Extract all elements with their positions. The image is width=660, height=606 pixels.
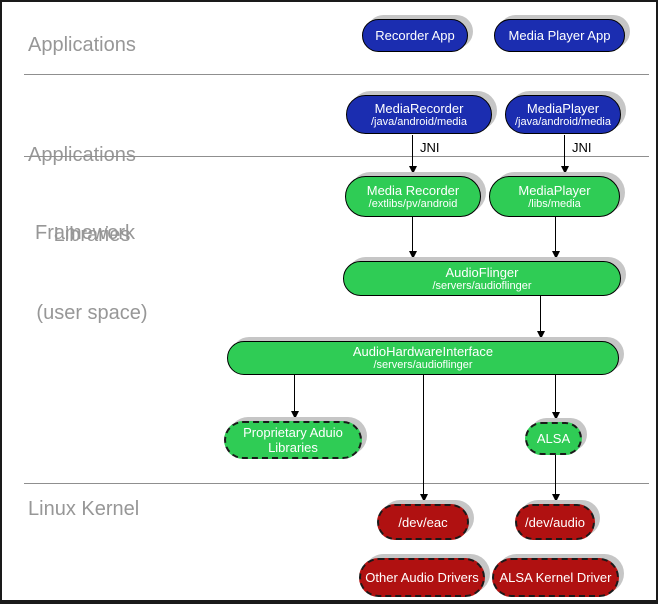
layer-divider bbox=[24, 156, 649, 157]
arrow-alsa-to-dev-audio bbox=[552, 455, 560, 502]
arrow-mediarecorder-jni bbox=[409, 135, 417, 174]
layer-divider bbox=[24, 74, 649, 75]
node-title: /dev/eac bbox=[398, 514, 448, 530]
arrow-mediarecorder-to-audioflinger bbox=[409, 217, 417, 259]
node-title: MediaPlayer bbox=[518, 182, 591, 198]
section-label-line: Libraries bbox=[53, 224, 131, 246]
node-alsa: ALSA bbox=[525, 422, 582, 455]
node-media-recorder-framework: MediaRecorder /java/android/media bbox=[346, 95, 492, 134]
node-title: AudioHardwareInterface bbox=[352, 344, 494, 359]
arrow-ahi-to-proprietary-libraries bbox=[291, 375, 299, 419]
jni-label: JNI bbox=[420, 140, 440, 155]
node-audiohardwareinterface: AudioHardwareInterface /servers/audiofli… bbox=[227, 341, 619, 375]
node-other-audio-drivers: Other Audio Drivers bbox=[359, 558, 485, 597]
node-title: Proprietary Aduio bbox=[243, 425, 343, 440]
node-media-player-app: Media Player App bbox=[494, 19, 625, 52]
node-path: /java/android/media bbox=[370, 115, 467, 128]
node-title: MediaRecorder bbox=[374, 100, 464, 116]
node-path: /servers/audioflinger bbox=[373, 359, 473, 371]
node-title: ALSA bbox=[536, 431, 571, 446]
arrow-ahi-to-alsa bbox=[552, 375, 560, 420]
jni-label: JNI bbox=[572, 140, 592, 155]
arrow-ahi-to-dev-eac bbox=[420, 375, 428, 502]
arrow-audioflinger-to-audiohardwareinterface bbox=[537, 296, 545, 339]
section-label-applications: Applications bbox=[28, 34, 136, 56]
node-media-recorder-library: Media Recorder /extlibs/pv/android bbox=[345, 176, 481, 217]
section-label-libraries: Libraries (user space) bbox=[22, 170, 162, 378]
node-path: /java/android/media bbox=[514, 115, 611, 128]
node-path: /servers/audioflinger bbox=[432, 279, 532, 292]
node-title: Libraries bbox=[268, 440, 318, 455]
section-label-line: (user space) bbox=[36, 302, 148, 324]
node-title: Recorder App bbox=[375, 28, 455, 43]
node-audioflinger: AudioFlinger /servers/audioflinger bbox=[343, 261, 621, 296]
node-title: MediaPlayer bbox=[526, 100, 600, 116]
node-title: AudioFlinger bbox=[445, 264, 519, 280]
node-recorder-app: Recorder App bbox=[362, 19, 468, 52]
node-title: /dev/audio bbox=[525, 514, 585, 530]
section-label-linux-kernel: Linux Kernel bbox=[28, 498, 140, 520]
node-title: Media Recorder bbox=[366, 182, 460, 198]
node-dev-audio: /dev/audio bbox=[515, 504, 595, 540]
section-label-line: Framework bbox=[35, 222, 136, 244]
layer-divider bbox=[24, 483, 649, 484]
section-label-line: Applications bbox=[28, 144, 136, 166]
node-media-player-library: MediaPlayer /libs/media bbox=[489, 176, 620, 217]
node-dev-eac: /dev/eac bbox=[377, 504, 469, 540]
node-alsa-kernel-driver: ALSA Kernel Driver bbox=[492, 558, 619, 597]
arrow-mediaplayer-to-audioflinger bbox=[552, 217, 560, 259]
node-media-player-framework: MediaPlayer /java/android/media bbox=[505, 95, 621, 134]
node-title: Media Player App bbox=[508, 28, 611, 43]
node-title: Other Audio Drivers bbox=[365, 570, 479, 585]
node-title: ALSA Kernel Driver bbox=[499, 570, 612, 585]
arrow-mediaplayer-jni bbox=[561, 135, 569, 174]
node-path: /libs/media bbox=[528, 197, 581, 210]
node-proprietary-audio-libraries: Proprietary Aduio Libraries bbox=[224, 421, 362, 459]
node-path: /extlibs/pv/android bbox=[368, 197, 458, 210]
section-label-applications-framework: Applications Framework bbox=[28, 90, 136, 298]
